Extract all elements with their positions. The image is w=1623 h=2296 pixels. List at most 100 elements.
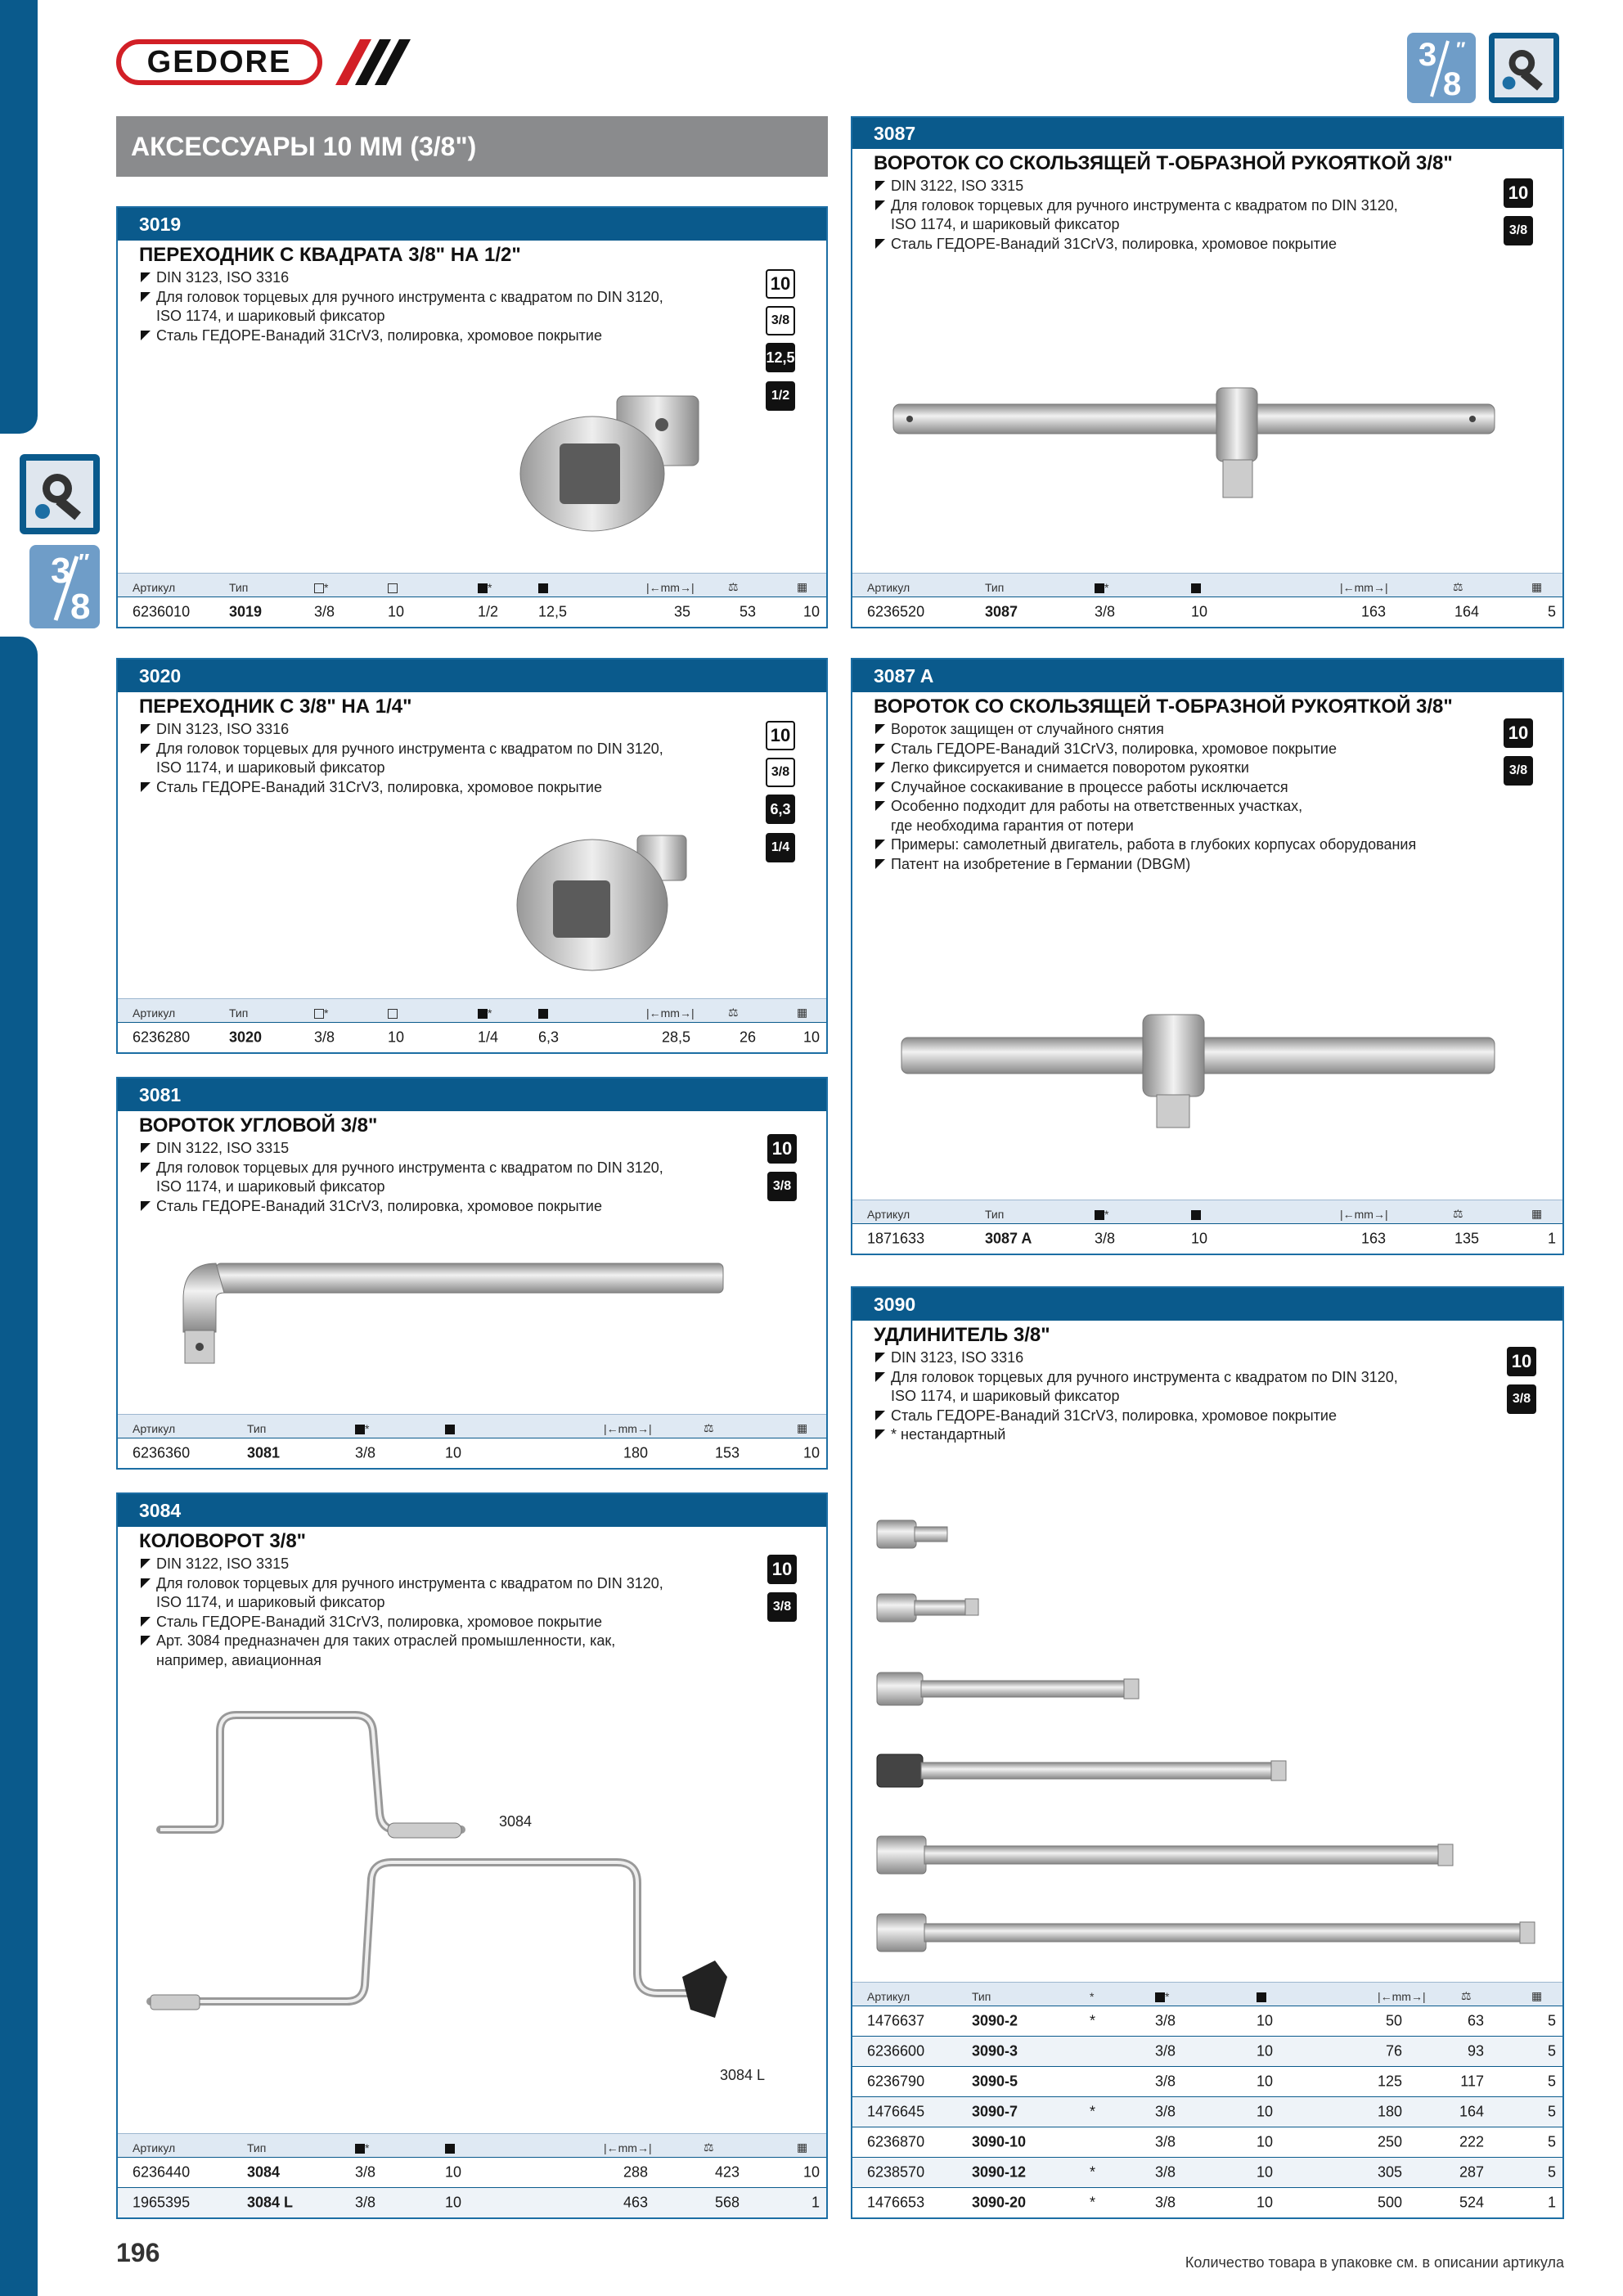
svg-text:3: 3 <box>1418 37 1436 73</box>
table-row: 6236440 3084 3/8 10 288 423 10 <box>118 2157 826 2187</box>
product-code: 3087 A <box>852 660 1562 692</box>
spec-square: 3/8 <box>1504 756 1533 786</box>
spec-square: 3/8 <box>1507 1384 1536 1414</box>
product-title: ПЕРЕХОДНИК С 3/8" НА 1/4" <box>139 696 412 718</box>
spec-drive-size: 10 <box>766 721 795 750</box>
spec-output-size: 6,3 <box>766 795 795 824</box>
product-title: ВОРОТОК СО СКОЛЬЗЯЩЕЙ Т-ОБРАЗНОЙ РУКОЯТК… <box>874 696 1453 718</box>
table-row: 6236360 3081 3/8 10 180 153 10 <box>118 1438 826 1468</box>
feature-list: DIN 3123, ISO 3316 Для головок торцевых … <box>139 720 663 797</box>
product-image <box>516 835 687 971</box>
table-header: Артикул Тип * |←mm→| ⚖ ▦ <box>852 573 1562 597</box>
product-image <box>519 395 699 532</box>
side-tab-top <box>0 0 38 434</box>
article-table: Артикул Тип * |←mm→| ⚖ ▦ 6236520 3087 3/… <box>852 573 1562 627</box>
feature-list: DIN 3122, ISO 3315 Для головок торцевых … <box>139 1555 663 1670</box>
product-card-3081: 3081 ВОРОТОК УГЛОВОЙ 3/8" DIN 3122, ISO … <box>116 1077 828 1470</box>
ratchet-tool-icon <box>1489 33 1559 103</box>
svg-text:8: 8 <box>70 587 90 627</box>
spec-square: 3/8 <box>767 1172 797 1201</box>
logo-stripes <box>335 39 411 85</box>
page-number: 196 <box>116 2238 160 2267</box>
product-title: КОЛОВОРОТ 3/8" <box>139 1530 307 1552</box>
spec-square-in: 3/8 <box>766 306 795 335</box>
brand-logo: GEDORE <box>116 39 322 85</box>
table-header: Артикул Тип * * |←mm→| ⚖ ▦ <box>852 1982 1562 2006</box>
footer-note: Количество товара в упаковке см. в описа… <box>1185 2254 1564 2271</box>
product-title: УДЛИНИТЕЛЬ 3/8" <box>874 1324 1050 1346</box>
svg-text:8: 8 <box>1443 66 1461 102</box>
table-header: Артикул Тип * * |←mm→| ⚖ ▦ <box>118 573 826 597</box>
spec-drive-size: 10 <box>766 269 795 299</box>
spec-drive-size: 10 <box>767 1555 797 1584</box>
product-image <box>182 1263 724 1364</box>
product-code: 3081 <box>118 1078 826 1111</box>
spec-square: 3/8 <box>767 1592 797 1622</box>
product-image-3084l <box>146 1858 727 2018</box>
svg-text:″: ″ <box>1456 38 1466 61</box>
article-table: Артикул Тип * |←mm→| ⚖ ▦ 1871633 3087 A … <box>852 1200 1562 1254</box>
feature-list: DIN 3123, ISO 3316 Для головок торцевых … <box>874 1348 1398 1445</box>
spec-drive-size: 10 <box>767 1134 797 1164</box>
product-card-3020: 3020 ПЕРЕХОДНИК С 3/8" НА 1/4" DIN 3123,… <box>116 658 828 1054</box>
spec-square: 3/8 <box>1504 216 1533 245</box>
variant-label-3084: 3084 <box>499 1813 533 1830</box>
feature-list: Вороток защищен от случайного снятия Ста… <box>874 720 1416 874</box>
brand-name: GEDORE <box>146 44 292 79</box>
product-card-3019: 3019 ПЕРЕХОДНИК С КВАДРАТА 3/8" НА 1/2" … <box>116 206 828 628</box>
feature-list: DIN 3122, ISO 3315 Для головок торцевых … <box>874 177 1398 254</box>
table-row: 1965395 3084 L 3/8 10 463 568 1 <box>118 2187 826 2217</box>
spec-drive-size: 10 <box>1504 178 1533 208</box>
spec-drive-size: 10 <box>1507 1347 1536 1376</box>
feature-list: DIN 3122, ISO 3315 Для головок торцевых … <box>139 1139 663 1216</box>
feature-list: DIN 3123, ISO 3316 Для головок торцевых … <box>139 268 663 345</box>
product-title: ВОРОТОК УГЛОВОЙ 3/8" <box>139 1114 378 1137</box>
article-table: Артикул Тип * * |←mm→| ⚖ ▦ 6236280 3020 … <box>118 998 826 1052</box>
product-title: ПЕРЕХОДНИК С КВАДРАТА 3/8" НА 1/2" <box>139 244 521 266</box>
spec-square-out: 1/2 <box>766 381 795 411</box>
article-table: Артикул Тип * |←mm→| ⚖ ▦ 6236440 3084 3/… <box>118 2133 826 2217</box>
product-title: ВОРОТОК СО СКОЛЬЗЯЩЕЙ Т-ОБРАЗНОЙ РУКОЯТК… <box>874 152 1453 174</box>
table-header: Артикул Тип * * |←mm→| ⚖ ▦ <box>118 998 826 1022</box>
product-image <box>876 1519 1535 1952</box>
spec-output-size: 12,5 <box>766 343 795 372</box>
spec-square-in: 3/8 <box>766 758 795 787</box>
product-card-3084: 3084 КОЛОВОРОТ 3/8" DIN 3122, ISO 3315 Д… <box>116 1492 828 2219</box>
product-code: 3084 <box>118 1494 826 1527</box>
product-image <box>892 387 1495 498</box>
product-code: 3090 <box>852 1288 1562 1321</box>
product-code: 3019 <box>118 208 826 241</box>
article-table: Артикул Тип * |←mm→| ⚖ ▦ 6236360 3081 3/… <box>118 1414 826 1468</box>
spec-drive-size: 10 <box>1504 718 1533 748</box>
table-row: 6236280 3020 3/8 10 1/4 6,3 28,5 26 10 <box>118 1022 826 1052</box>
spec-square-out: 1/4 <box>766 833 795 862</box>
ratchet-tool-icon <box>20 454 100 534</box>
table-row: 6236010 3019 3/8 10 1/2 12,5 35 53 10 <box>118 597 826 627</box>
product-card-3087a: 3087 A ВОРОТОК СО СКОЛЬЗЯЩЕЙ Т-ОБРАЗНОЙ … <box>851 658 1564 1255</box>
product-image <box>901 1014 1495 1128</box>
page-title: АКСЕССУАРЫ 10 ММ (3/8") <box>116 116 828 177</box>
table-header: Артикул Тип * |←mm→| ⚖ ▦ <box>118 2133 826 2157</box>
svg-text:″: ″ <box>79 549 89 574</box>
product-card-3090: 3090 УДЛИНИТЕЛЬ 3/8" DIN 3123, ISO 3316 … <box>851 1286 1564 2219</box>
article-table: Артикул Тип * * |←mm→| ⚖ ▦ 6236010 3019 … <box>118 573 826 627</box>
side-tab-bottom <box>0 637 38 2296</box>
product-code: 3087 <box>852 118 1562 149</box>
product-code: 3020 <box>118 660 826 692</box>
variant-label-3084l: 3084 L <box>720 2067 766 2083</box>
product-card-3087: 3087 ВОРОТОК СО СКОЛЬЗЯЩЕЙ Т-ОБРАЗНОЙ РУ… <box>851 116 1564 628</box>
table-row: 6236520 3087 3/8 10 163 164 5 <box>852 597 1562 627</box>
table-row: 1871633 3087 A 3/8 10 163 135 1 <box>852 1223 1562 1254</box>
table-header: Артикул Тип * |←mm→| ⚖ ▦ <box>118 1414 826 1438</box>
product-image-3084 <box>156 1711 465 1839</box>
